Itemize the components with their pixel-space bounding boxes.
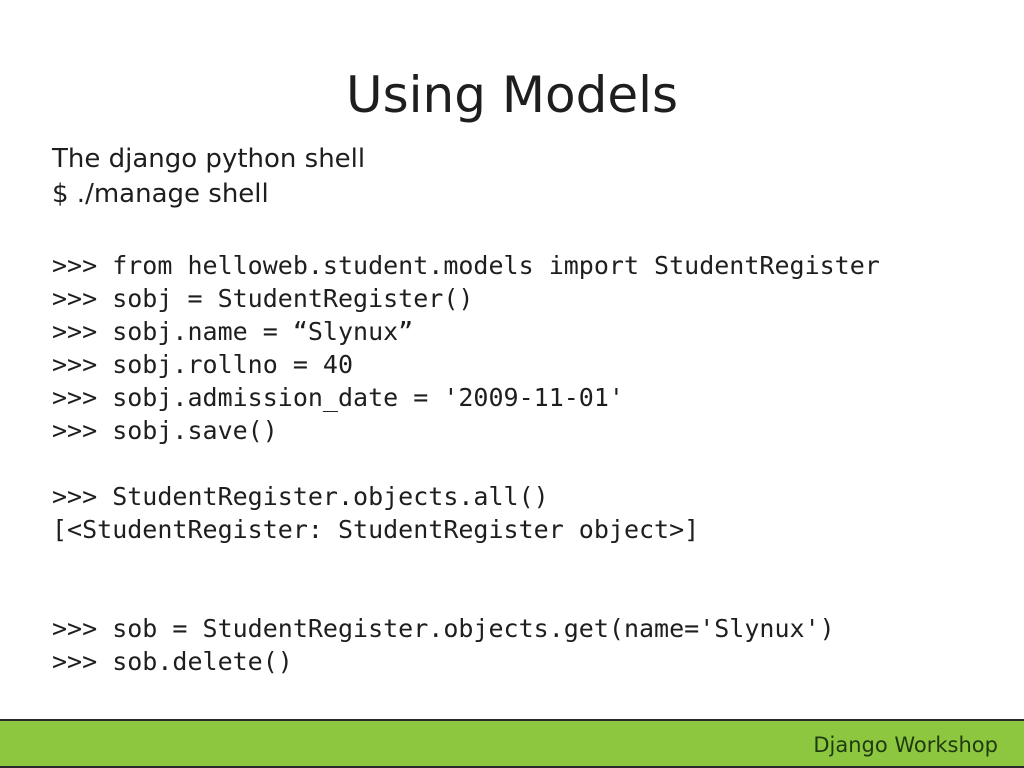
footer-label: Django Workshop [813,733,998,757]
code-line: >>> sobj.admission_date = '2009-11-01' [52,383,624,412]
code-line: >>> from helloweb.student.models import … [52,251,880,280]
intro-line: The django python shell [52,144,366,174]
intro-text: The django python shell $ ./manage shell [52,142,365,212]
footer-bar: Django Workshop [0,719,1024,768]
code-spacer [52,447,880,480]
code-line: >>> sobj.rollno = 40 [52,350,354,379]
slide-title: Using Models [345,66,679,124]
code-line: [<StudentRegister: StudentRegister objec… [52,515,700,544]
intro-line: $ ./manage shell [52,179,269,209]
code-listing: >>> from helloweb.student.models import … [52,249,880,678]
code-line: >>> sob = StudentRegister.objects.get(na… [52,614,835,643]
code-line: >>> sobj.name = “Slynux” [52,317,414,346]
code-line: >>> sobj = StudentRegister() [52,284,474,313]
code-spacer [52,546,880,612]
code-line: >>> sob.delete() [52,647,293,676]
code-line: >>> sobj.save() [52,416,278,445]
code-line: >>> StudentRegister.objects.all() [52,482,549,511]
